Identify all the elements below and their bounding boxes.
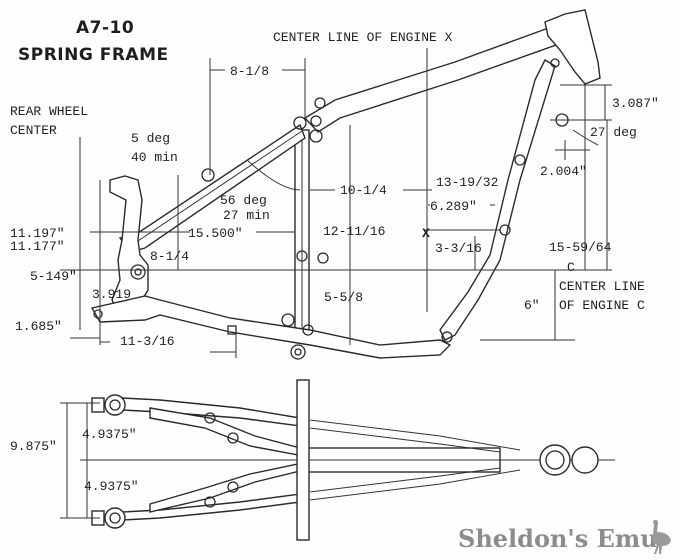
angle-40min-label: 40 min (131, 150, 178, 165)
dim-5-5-8: 5-5/8 (324, 290, 364, 305)
dim-13-19-32: 13-19/32 (436, 175, 499, 190)
angle-56deg-label: 56 deg (220, 193, 267, 208)
dim-4-9375-lower: 4.9375" (84, 479, 139, 494)
dim-15-59-64: 15-59/64 (549, 240, 612, 255)
engine-centerline-c-label-1: CENTER LINE (559, 279, 645, 294)
drawing-title-model: A7-10 (76, 18, 135, 38)
dim-6-inch: 6" (524, 298, 540, 313)
dim-3-3-16: 3-3/16 (435, 241, 482, 256)
dim-11-3-16: 11-3/16 (120, 334, 175, 349)
dim-4-9375-upper: 4.9375" (82, 427, 137, 442)
dim-11-177: 11.177" (10, 239, 65, 254)
engine-centerline-x-label: CENTER LINE OF ENGINE X (273, 30, 453, 45)
dim-6-289: 6.289" (430, 199, 477, 214)
engine-centerline-c-label-2: OF ENGINE C (559, 298, 645, 313)
rear-wheel-center-label-2: CENTER (10, 123, 57, 138)
dim-12-11-16: 12-11/16 (323, 224, 386, 239)
dim-10-1-4: 10-1/4 (340, 183, 387, 198)
angle-5deg-label: 5 deg (131, 131, 171, 146)
dim-11-197: 11.197" (10, 226, 65, 241)
engine-x-mark: X (422, 226, 430, 241)
top-view-steering-head (539, 444, 571, 476)
dim-8-1-8: 8-1/8 (230, 64, 270, 79)
dim-8-1-4: 8-1/4 (150, 249, 190, 264)
front-down-tube (439, 59, 556, 341)
swingarm-pivot (130, 264, 146, 280)
angle-27deg-label: 27 deg (590, 125, 637, 140)
drawing-title-name: SPRING FRAME (18, 45, 169, 65)
dim-1-685: 1.685" (15, 319, 62, 334)
angle-27min-label: 27 min (223, 208, 270, 223)
rear-wheel-center-label-1: REAR WHEEL (10, 104, 89, 119)
dim-5-149: 5-149" (30, 269, 77, 284)
dim-9-875: 9.875" (10, 439, 57, 454)
engine-centerline-c-mark: C (567, 260, 575, 275)
lower-rail (90, 295, 452, 359)
emu-logo-icon (652, 519, 671, 554)
dim-15-500: 15.500" (188, 226, 243, 241)
dim-3-919: 3.919 (92, 287, 132, 302)
steering-head (544, 9, 601, 85)
watermark-text: Sheldon's Emu (458, 524, 658, 553)
dim-2-004: 2.004" (540, 164, 587, 179)
dim-3-087: 3.087" (612, 96, 659, 111)
